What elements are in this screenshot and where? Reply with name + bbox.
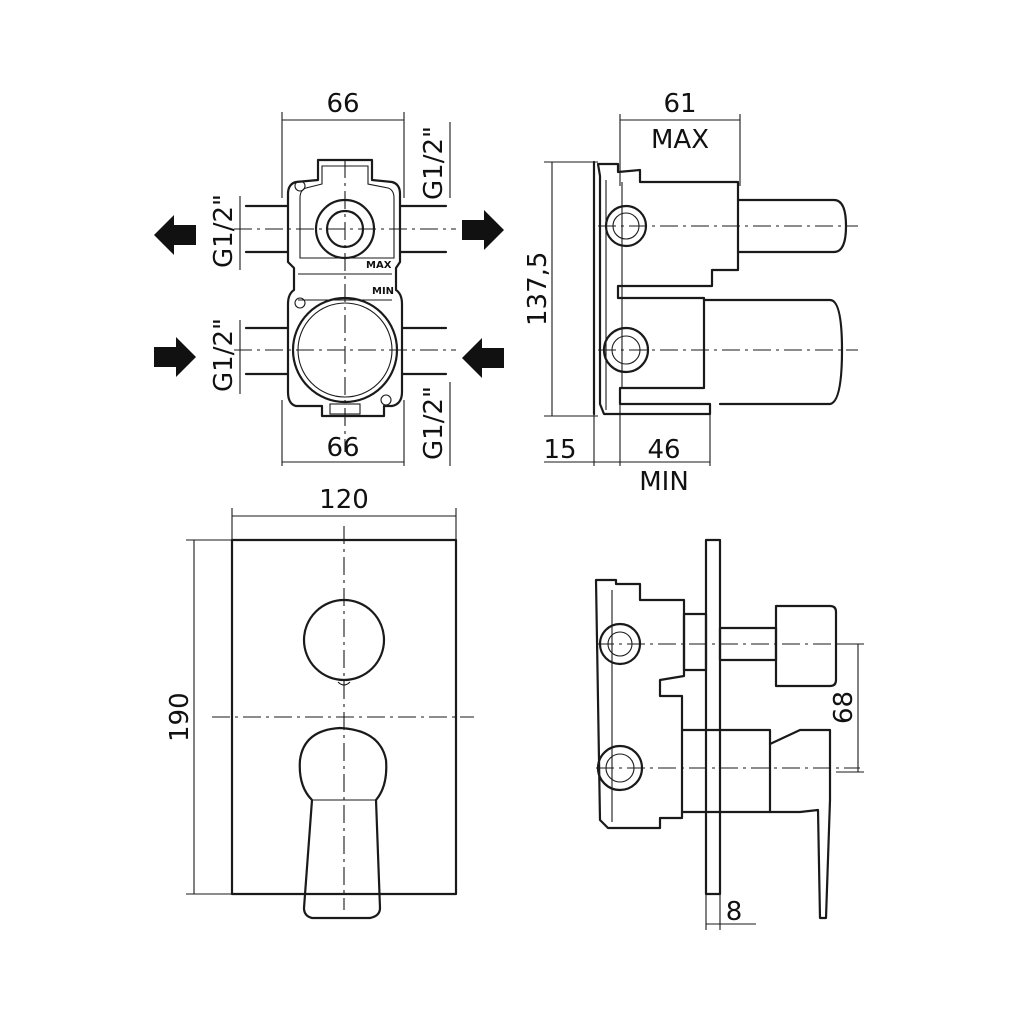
plate-width: 120 [319,485,369,515]
front-width-top: 66 [326,89,359,119]
assembly-lever [768,728,832,920]
assembly-diverter-knob [774,604,838,688]
lever-handle [298,726,388,920]
assembly-plate-thickness: 8 [726,897,743,927]
side-depth-min: 46 [647,435,680,465]
side-depth-min-label: MIN [639,467,689,497]
side-body-outline [596,162,740,416]
side-depth-max-label: MAX [651,125,709,155]
arrow-outlet-left-icon [154,215,196,255]
assembly-cover-plate [704,538,722,896]
port-label-top-right: G1/2" [419,126,449,200]
arrow-inlet-left-icon [154,337,196,377]
port-label-bottom-left: G1/2" [209,318,239,392]
arrow-outlet-right-icon [462,210,504,250]
side-depth-max: 61 [663,89,696,119]
front-max-label: MAX [366,260,392,271]
side-view: 61 MAX 137,5 15 46 MIN [523,89,858,497]
side-cap-bottom [702,298,844,406]
plate-height: 190 [165,692,195,742]
port-label-top-left: G1/2" [209,194,239,268]
port-label-bottom-right: G1/2" [419,386,449,460]
assembly-spacing: 68 [829,691,859,724]
front-view: MAX MIN 66 66 G1/2" G1/2" G1/2" G1/2" [154,89,504,466]
assembly-body-outline [594,578,686,830]
plate-view: 120 190 [165,485,474,920]
assembly-view: 68 8 [594,538,864,930]
arrow-inlet-right-icon [462,338,504,378]
front-min-label: MIN [372,286,394,297]
front-width-bottom: 66 [326,433,359,463]
front-body-outline [286,158,404,418]
side-height: 137,5 [523,252,553,326]
side-plaster-depth: 15 [543,435,576,465]
